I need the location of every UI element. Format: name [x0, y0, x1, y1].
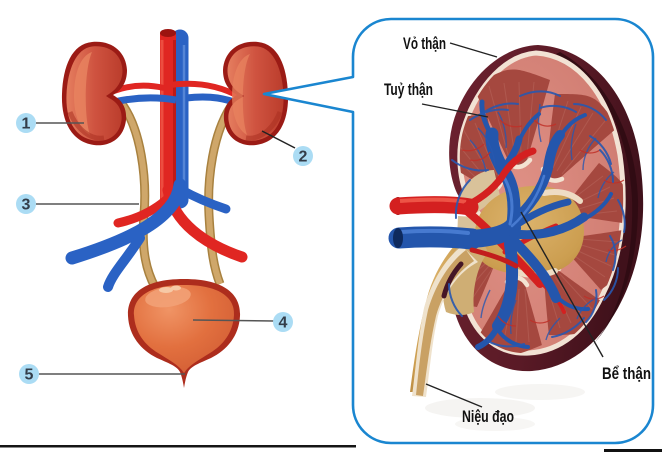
svg-text:Bể thận: Bể thận — [602, 364, 651, 383]
svg-text:Vỏ thận: Vỏ thận — [403, 34, 446, 53]
svg-text:4: 4 — [279, 315, 288, 332]
svg-text:Tuỷ thận: Tuỷ thận — [384, 80, 433, 99]
svg-text:5: 5 — [25, 367, 34, 384]
svg-text:2: 2 — [299, 149, 308, 166]
svg-text:3: 3 — [22, 197, 31, 214]
svg-text:Niệu đạo: Niệu đạo — [462, 407, 514, 426]
svg-text:1: 1 — [22, 116, 31, 133]
